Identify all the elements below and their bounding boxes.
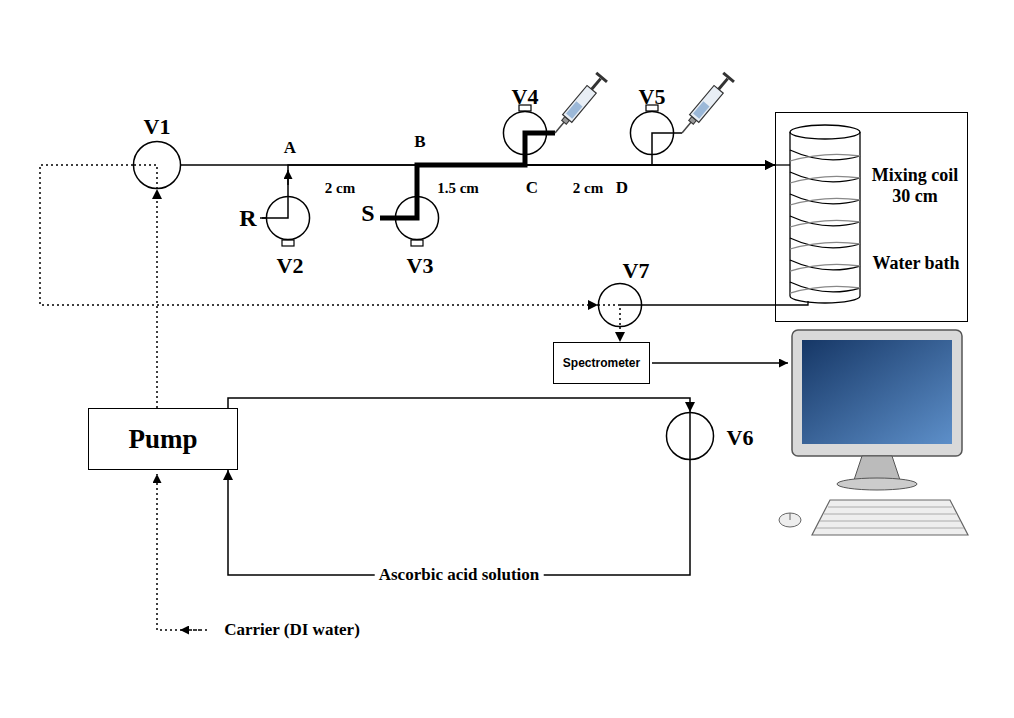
valve-outline	[395, 196, 439, 240]
carrier-arrow	[180, 629, 200, 631]
valve: V5	[630, 111, 674, 155]
carrier-label: Carrier (DI water)	[224, 620, 360, 640]
valve: V2	[266, 196, 310, 240]
instrument-box: Spectrometer	[553, 342, 650, 384]
point-label: B	[414, 132, 425, 152]
flow-line	[228, 460, 690, 575]
point-label: C	[526, 178, 538, 198]
point-label: A	[284, 138, 296, 158]
carrier-flow	[619, 327, 621, 342]
computer	[779, 330, 968, 535]
box-label: Water bath	[866, 253, 966, 274]
edge-label: Ascorbic acid solution	[375, 565, 544, 585]
point-label: D	[616, 178, 628, 198]
valve-outline	[630, 111, 674, 155]
syringe	[550, 72, 608, 138]
water-bath: Mixing coil 30 cm Water bath	[775, 112, 968, 322]
point-label: S	[361, 200, 374, 227]
reagent-line	[260, 217, 266, 219]
valve-label: V2	[277, 253, 304, 279]
box-label: Spectrometer	[563, 356, 640, 370]
signal-line	[652, 362, 788, 364]
valve-label: V1	[144, 114, 171, 140]
carrier-flow	[40, 165, 598, 305]
flow-line	[228, 398, 690, 412]
valve: V1	[133, 141, 181, 189]
valve-outline	[666, 412, 714, 460]
valve-label: V4	[512, 84, 539, 110]
valve-label: V3	[407, 253, 434, 279]
syringe	[677, 72, 735, 138]
valve-label: V6	[727, 425, 754, 451]
dimension-label: 2 cm	[325, 180, 355, 197]
flow-line	[525, 155, 775, 165]
valve-outline	[133, 141, 181, 189]
dimension-label: 1.5 cm	[437, 180, 479, 197]
flow-line	[417, 165, 775, 196]
carrier-flow	[156, 189, 158, 408]
valve-outline	[598, 283, 642, 327]
carrier-line	[157, 474, 207, 630]
box-label: Pump	[128, 424, 197, 455]
mixing-coil	[775, 125, 860, 305]
valve: V6	[666, 412, 714, 460]
valve-label: V7	[623, 258, 650, 284]
box-label: Mixing coil 30 cm	[864, 165, 966, 207]
valve: V7	[598, 283, 642, 327]
valve: V3	[395, 196, 439, 240]
valve-handle	[282, 105, 658, 246]
valve-label: V5	[639, 84, 666, 110]
valve-outline	[266, 196, 310, 240]
sample-loop	[380, 133, 555, 218]
instrument-box: Pump	[88, 408, 238, 470]
flow-line	[642, 304, 775, 306]
flow-line	[652, 155, 775, 165]
dimension-label: 2 cm	[573, 180, 603, 197]
point-label: R	[239, 205, 256, 232]
valve: V4	[503, 111, 547, 155]
valve-outline	[503, 111, 547, 155]
